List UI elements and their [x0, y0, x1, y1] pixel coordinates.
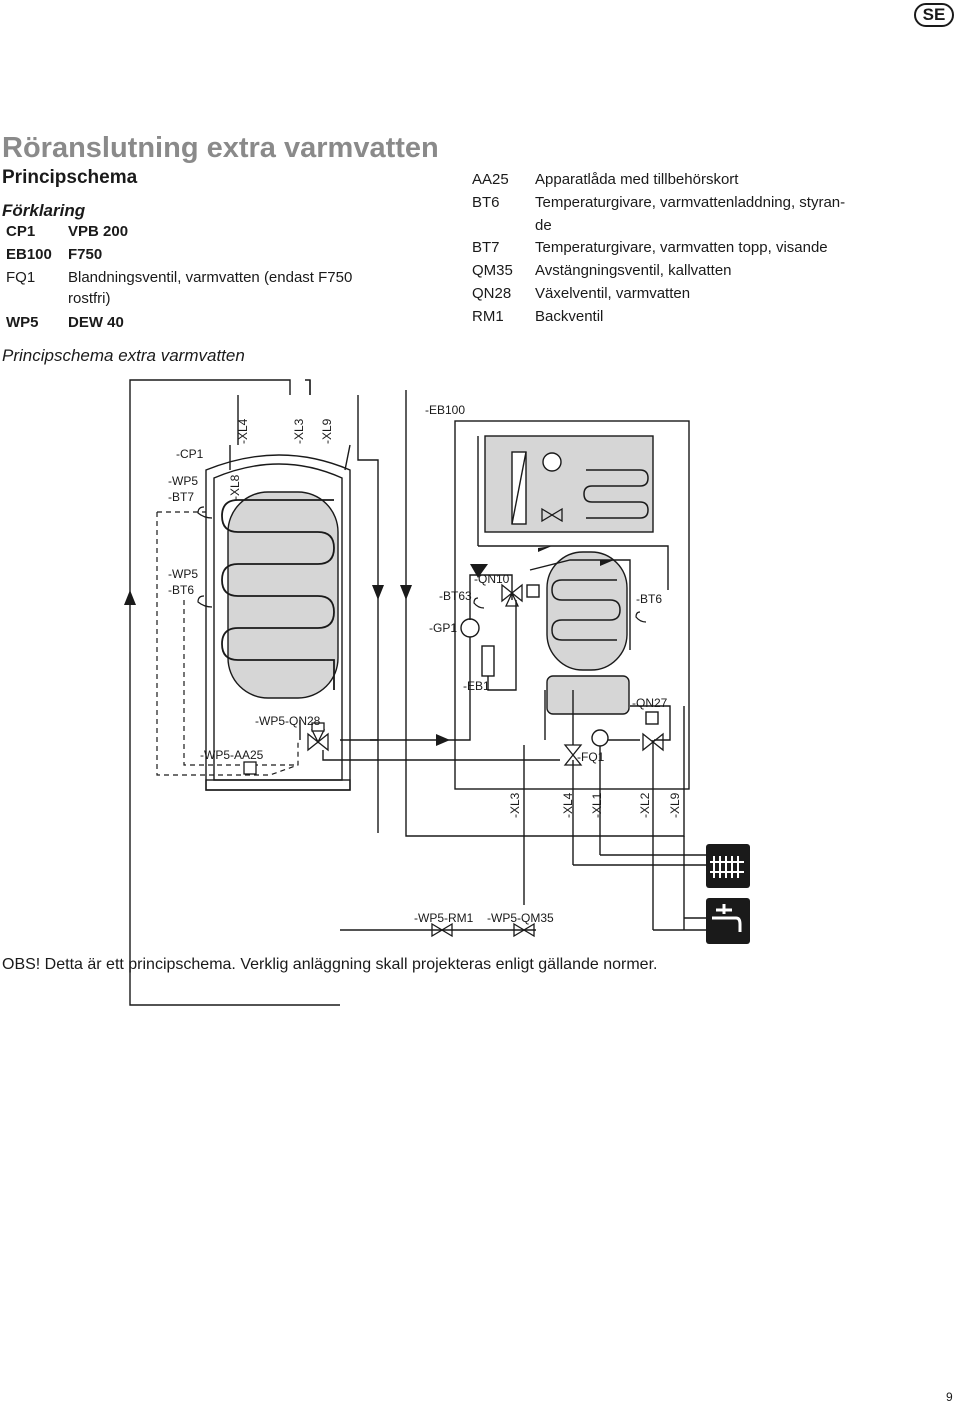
label-cp1: -CP1: [176, 447, 204, 461]
label-bt63: -BT63: [439, 589, 472, 603]
legend-value: Temperaturgivare, varmvatten topp, visan…: [535, 239, 828, 256]
flow-arrow: [538, 546, 552, 552]
eb100-water-heater: [546, 551, 628, 671]
label-xl9-bottom: -XL9: [668, 792, 682, 818]
flow-arrow: [400, 585, 412, 600]
label-xl4-top: -XL4: [236, 418, 250, 444]
qm35-valve: [513, 922, 535, 938]
cp1-tank-inner: [213, 463, 343, 781]
water-tap-icon: [706, 898, 750, 944]
legend-value: Temperaturgivare, varmvattenladdning, st…: [535, 194, 846, 211]
legend-key: AA25: [472, 171, 509, 188]
label-eb100: -EB100: [425, 403, 465, 417]
legend-key: BT7: [472, 239, 500, 256]
flow-arrow: [600, 560, 614, 566]
bt63-sensor: [473, 597, 485, 609]
page-subtitle: Principschema: [2, 167, 138, 188]
label-xl3-top: -XL3: [292, 418, 306, 444]
legend-value: DEW 40: [68, 314, 124, 331]
legend-left: CP1 VPB 200 EB100 F750 FQ1 Blandningsven…: [0, 223, 440, 343]
cp1-vessel: [227, 491, 339, 699]
label-bt7: -BT7: [168, 490, 194, 504]
legend-value-line2: rostfri): [68, 290, 111, 307]
label-qn10: -QN10: [474, 572, 510, 586]
rm1-valve: [431, 922, 453, 938]
legend-title: Förklaring: [2, 201, 86, 220]
bt6-sensor-right: [635, 611, 647, 623]
legend-key: FQ1: [6, 269, 36, 286]
label-eb1: -EB1: [463, 679, 490, 693]
qn10-actuator: [526, 584, 540, 598]
qn28-valve: [307, 729, 329, 752]
eb1-heater: [481, 645, 495, 677]
eb100-heater-base: [546, 675, 630, 715]
note-text: OBS! Detta är ett principschema. Verklig…: [2, 956, 658, 973]
label-gp1: -GP1: [429, 621, 457, 635]
flow-arrow: [470, 564, 488, 578]
legend-value: Apparatlåda med tillbehörskort: [535, 171, 739, 188]
label-wp5-qm35: -WP5-QM35: [487, 911, 554, 925]
bt7-sensor: [197, 506, 213, 519]
legend-value: F750: [68, 246, 103, 263]
label-xl2-bottom: -XL2: [638, 792, 652, 818]
qn27-valve: [642, 732, 664, 752]
label-wp5-rm1: -WP5-RM1: [414, 911, 474, 925]
language-badge: SE: [914, 3, 954, 27]
legend-value: Växelventil, varmvatten: [535, 285, 691, 302]
legend-value-line2: de: [535, 217, 552, 234]
compressor: [542, 452, 562, 472]
diagram-title: Principschema extra varmvatten: [2, 346, 245, 365]
label-wp5: -WP5: [168, 474, 198, 488]
legend-key: RM1: [472, 308, 504, 325]
legend-right: AA25 Apparatlåda med tillbehörskort BT6 …: [0, 171, 960, 331]
qn27-actuator: [645, 711, 659, 725]
legend-key: QM35: [472, 262, 513, 279]
cp1-coil: [221, 499, 335, 690]
radiator-icon: [706, 844, 750, 888]
legend-value: Backventil: [535, 308, 604, 325]
legend-value: Avstängningsventil, kallvatten: [535, 262, 732, 279]
label-xl1-bottom: -XL1: [590, 792, 604, 818]
label-xl9-top: -XL9: [320, 418, 334, 444]
legend-key: WP5: [6, 314, 39, 331]
label-bt6-left: -BT6: [168, 583, 194, 597]
cp1-tank-base: [205, 779, 351, 791]
label-xl3-bottom: -XL3: [508, 792, 522, 818]
gp1-pump: [460, 618, 480, 638]
valve-symbol: [541, 507, 563, 523]
label-wp5-aa25: -WP5-AA25: [200, 748, 264, 762]
label-wp5-qn28: -WP5-QN28: [255, 714, 321, 728]
label-qn27: -QN27: [632, 696, 668, 710]
flow-arrow: [436, 734, 450, 746]
page-title: Röranslutning extra varmvatten: [2, 132, 439, 164]
aa25-box: [243, 761, 257, 775]
eb100-coil: [551, 579, 621, 641]
legend-key: EB100: [6, 246, 52, 263]
label-wp5-b: -WP5: [168, 567, 198, 581]
bt6-sensor-left: [197, 595, 213, 608]
qn10-valve: [501, 583, 523, 607]
fq1-gauge: [591, 729, 609, 747]
flow-arrow: [124, 590, 136, 605]
legend-value: Blandningsventil, varmvatten (endast F75…: [68, 269, 353, 286]
label-bt6-right: -BT6: [636, 592, 662, 606]
legend-value: VPB 200: [68, 223, 129, 240]
fq1-valve: [563, 744, 583, 766]
legend-key: QN28: [472, 285, 512, 302]
cp1-tank: [205, 454, 351, 791]
flow-arrow: [372, 585, 384, 600]
label-xl8: -XL8: [228, 474, 242, 500]
label-xl4-bottom: -XL4: [561, 792, 575, 818]
eb100-enclosure: [454, 420, 690, 790]
label-fq1: -FQ1: [577, 750, 605, 764]
legend-key: CP1: [6, 223, 36, 240]
page-number: 9: [946, 1390, 953, 1404]
legend-key: BT6: [472, 194, 500, 211]
qn28-actuator: [311, 722, 325, 732]
